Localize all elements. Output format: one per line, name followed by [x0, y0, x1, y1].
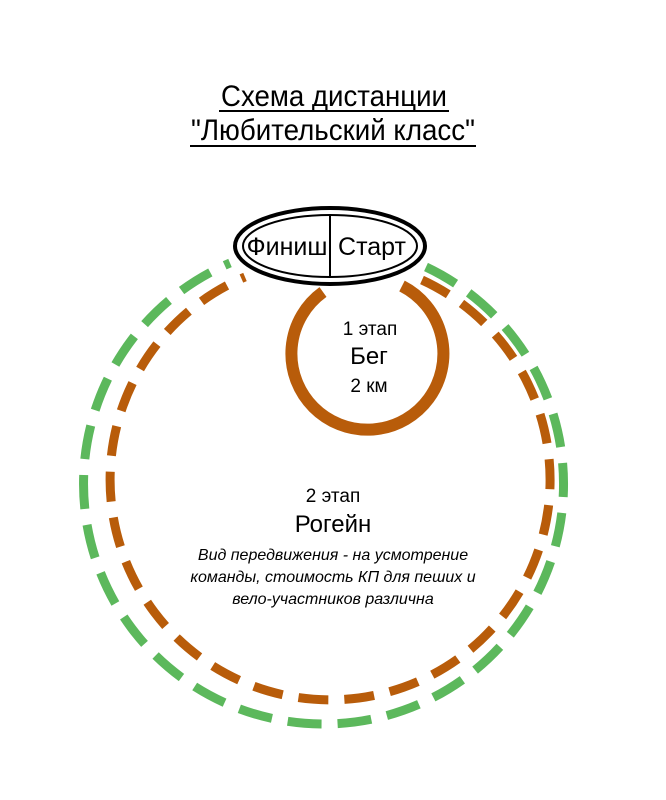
stage2-labels: 2 этап Рогейн Вид передвижения - на усмо…: [190, 486, 475, 608]
start-finish-oval: Финиш Старт: [233, 206, 427, 286]
stage1-distance: 2 км: [350, 376, 387, 397]
title-line-1: Схема дистанции: [221, 80, 447, 113]
stage1-number: 1 этап: [343, 319, 397, 340]
title: Схема дистанции "Любительский класс": [190, 80, 476, 147]
stage2-name: Рогейн: [295, 511, 372, 538]
inner-foot-route-ring: [105, 272, 555, 705]
stage2-number: 2 этап: [306, 486, 360, 507]
stage2-description-line-2: команды, стоимость КП для пеших и: [190, 569, 475, 586]
title-line-2: "Любительский класс": [191, 114, 475, 147]
stage2-description-line-3: вело-участников различна: [232, 591, 434, 608]
stage1-name: Бег: [350, 343, 388, 370]
stage1-run-loop: [285, 280, 450, 436]
stage1-labels: 1 этап Бег 2 км: [343, 319, 397, 397]
outer-bike-route-ring: [79, 258, 569, 729]
stage2-description-line-1: Вид передвижения - на усмотрение: [198, 547, 468, 564]
finish-label: Финиш: [247, 233, 328, 261]
start-label: Старт: [338, 233, 406, 261]
